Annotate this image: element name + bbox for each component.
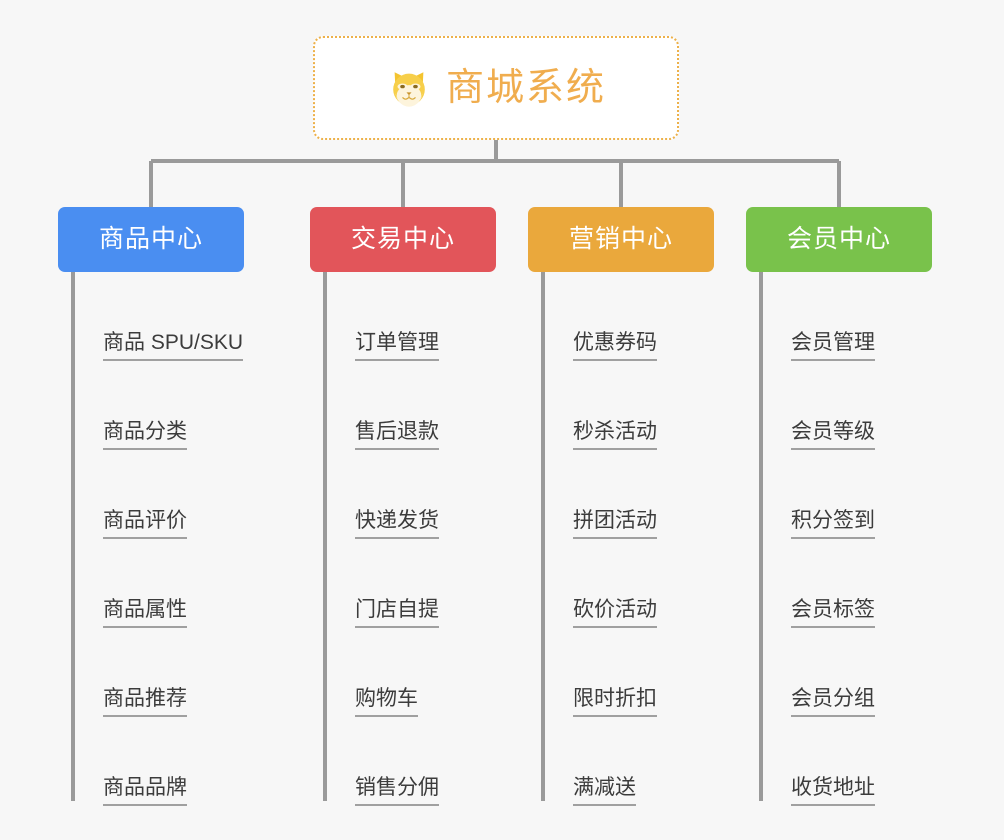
leaf-label: 商品品牌 — [103, 777, 187, 806]
leaf-label: 收货地址 — [791, 777, 875, 806]
leaf-list-3: 会员管理 会员等级 积分签到 会员标签 会员分组 收货地址 — [761, 272, 932, 806]
leaf-item[interactable]: 收货地址 — [761, 717, 932, 806]
root-title: 商城系统 — [445, 67, 606, 109]
category-column-2: 营销中心 优惠券码 秒杀活动 拼团活动 砍价活动 限时折扣 满减送 — [528, 207, 714, 806]
leaf-item[interactable]: 满减送 — [543, 717, 714, 806]
leaf-item[interactable]: 快递发货 — [325, 450, 496, 539]
leaf-label: 商品评价 — [103, 510, 187, 539]
leaf-item[interactable]: 商品属性 — [73, 539, 244, 628]
leaf-label: 快递发货 — [355, 510, 439, 539]
category-column-3: 会员中心 会员管理 会员等级 积分签到 会员标签 会员分组 收货地址 — [746, 207, 932, 806]
leaf-item[interactable]: 门店自提 — [325, 539, 496, 628]
leaf-item[interactable]: 商品品牌 — [73, 717, 244, 806]
leaf-label: 拼团活动 — [573, 510, 657, 539]
leaf-item[interactable]: 商品评价 — [73, 450, 244, 539]
leaf-item[interactable]: 会员管理 — [761, 272, 932, 361]
leaf-item[interactable]: 限时折扣 — [543, 628, 714, 717]
category-label-2: 营销中心 — [568, 225, 673, 253]
root-node[interactable]: 商城系统 — [313, 36, 679, 140]
leaf-item[interactable]: 砍价活动 — [543, 539, 714, 628]
category-box-3[interactable]: 会员中心 — [746, 207, 932, 272]
leaf-label: 会员等级 — [791, 421, 875, 450]
leaf-item[interactable]: 售后退款 — [325, 361, 496, 450]
leaf-label: 购物车 — [355, 688, 418, 717]
category-box-1[interactable]: 交易中心 — [310, 207, 496, 272]
leaf-label: 商品推荐 — [103, 688, 187, 717]
leaf-label: 销售分佣 — [355, 777, 439, 806]
leaf-label: 售后退款 — [355, 421, 439, 450]
leaf-item[interactable]: 商品推荐 — [73, 628, 244, 717]
leaf-label: 砍价活动 — [573, 599, 657, 628]
leaf-item[interactable]: 拼团活动 — [543, 450, 714, 539]
leaf-label: 商品 SPU/SKU — [103, 332, 244, 361]
leaf-item[interactable]: 销售分佣 — [325, 717, 496, 806]
leaf-label: 满减送 — [573, 777, 636, 806]
leaf-list-2: 优惠券码 秒杀活动 拼团活动 砍价活动 限时折扣 满减送 — [543, 272, 714, 806]
leaf-item[interactable]: 秒杀活动 — [543, 361, 714, 450]
shiba-dog-icon — [393, 72, 425, 107]
leaf-label: 门店自提 — [355, 599, 439, 628]
leaf-list-1: 订单管理 售后退款 快递发货 门店自提 购物车 销售分佣 — [325, 272, 496, 806]
leaf-label: 优惠券码 — [573, 332, 657, 361]
leaf-item[interactable]: 订单管理 — [325, 272, 496, 361]
leaf-item[interactable]: 购物车 — [325, 628, 496, 717]
category-label-0: 商品中心 — [98, 225, 203, 253]
leaf-label: 秒杀活动 — [573, 421, 657, 450]
leaf-item[interactable]: 会员标签 — [761, 539, 932, 628]
leaf-label: 订单管理 — [355, 332, 439, 361]
category-column-0: 商品中心 商品 SPU/SKU 商品分类 商品评价 商品属性 商品推荐 商品品牌 — [58, 207, 244, 806]
leaf-label: 商品分类 — [103, 421, 187, 450]
leaf-label: 积分签到 — [791, 510, 875, 539]
leaf-list-0: 商品 SPU/SKU 商品分类 商品评价 商品属性 商品推荐 商品品牌 — [73, 272, 244, 806]
leaf-item[interactable]: 会员分组 — [761, 628, 932, 717]
category-box-0[interactable]: 商品中心 — [58, 207, 244, 272]
leaf-label: 会员分组 — [791, 688, 875, 717]
category-label-3: 会员中心 — [786, 225, 891, 253]
leaf-item[interactable]: 会员等级 — [761, 361, 932, 450]
leaf-item[interactable]: 积分签到 — [761, 450, 932, 539]
category-box-2[interactable]: 营销中心 — [528, 207, 714, 272]
leaf-label: 限时折扣 — [573, 688, 657, 717]
leaf-item[interactable]: 商品分类 — [73, 361, 244, 450]
leaf-label: 会员管理 — [791, 332, 875, 361]
leaf-item[interactable]: 商品 SPU/SKU — [73, 272, 244, 361]
leaf-label: 会员标签 — [791, 599, 875, 628]
leaf-label: 商品属性 — [103, 599, 187, 628]
category-column-1: 交易中心 订单管理 售后退款 快递发货 门店自提 购物车 销售分佣 — [310, 207, 496, 806]
category-label-1: 交易中心 — [350, 225, 455, 253]
leaf-item[interactable]: 优惠券码 — [543, 272, 714, 361]
